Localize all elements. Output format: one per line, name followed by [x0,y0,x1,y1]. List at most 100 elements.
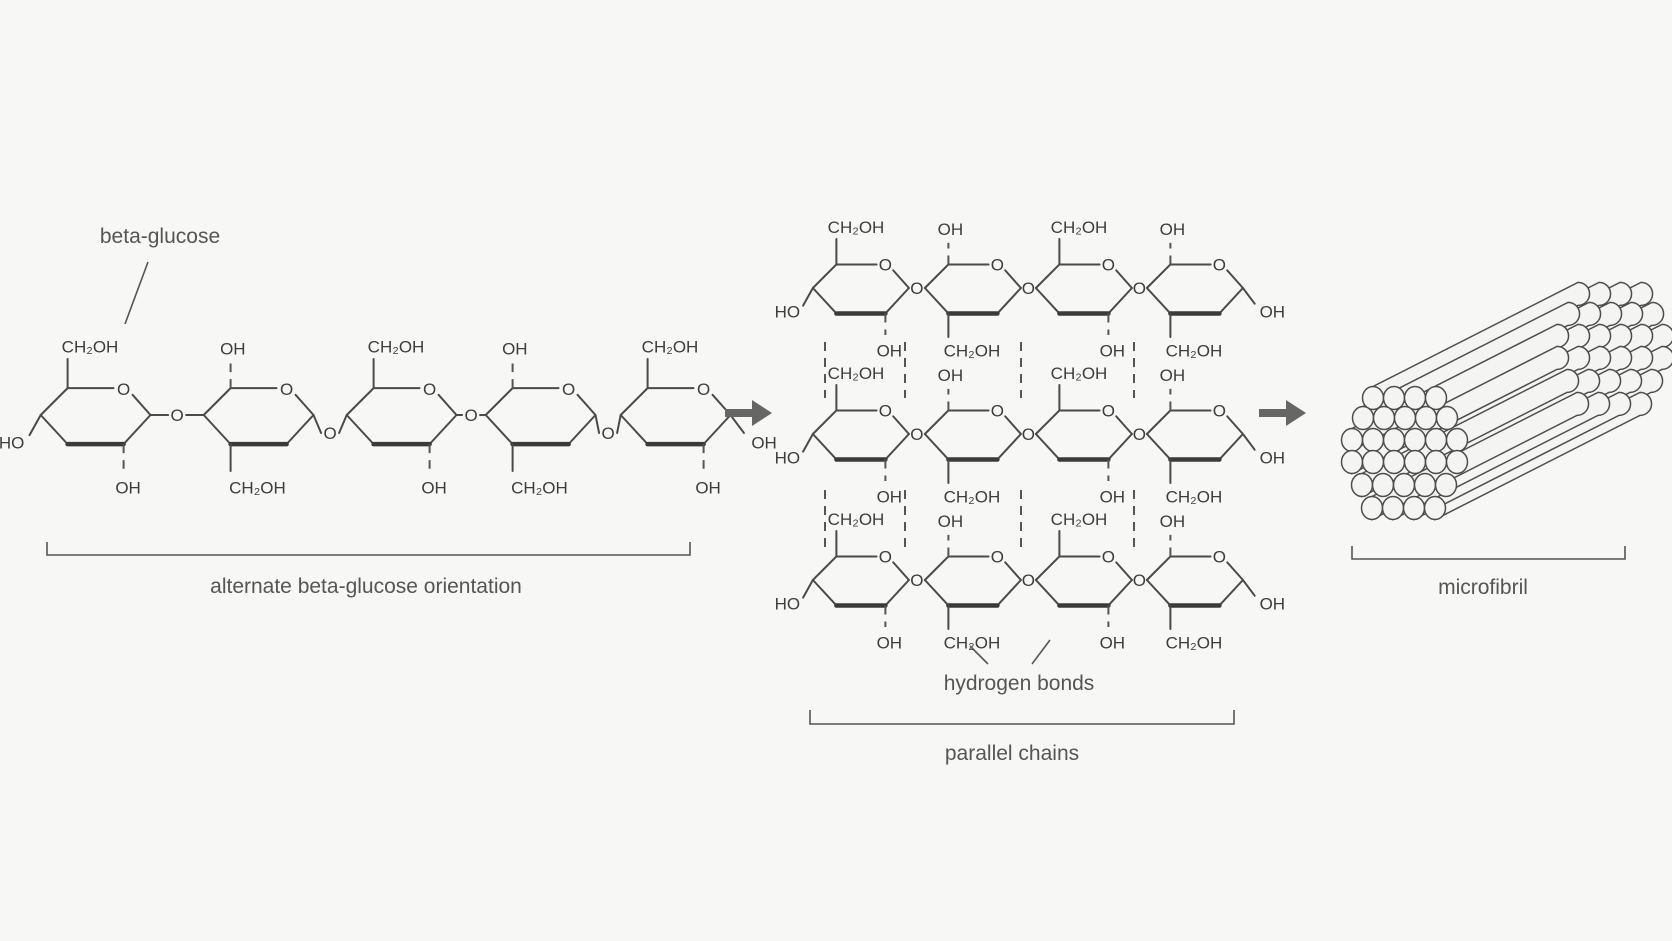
bond-line [28,414,42,437]
ch2oh-label: CH₂OH [229,478,286,497]
oh-label: OH [877,342,903,361]
ring-oxygen: O [697,380,710,399]
oh-label: OH [695,478,721,497]
oh-label: OH [938,512,964,531]
glycosidic-bond [338,414,348,434]
ring-oxygen: O [1213,401,1226,420]
ring-oxygen: O [1213,255,1226,274]
ring-oxygen: O [1102,255,1115,274]
parallel-chains-label: parallel chains [945,742,1079,765]
oh-label: OH [877,488,903,507]
glucose-ring: O OH CH₂OH OH [1145,220,1286,361]
oh-label: OH [751,434,777,453]
fibril-rod-end [1414,405,1438,431]
oh-label: OH [502,340,528,359]
ring-outline [1034,409,1133,461]
fibril-rod-end [1423,495,1447,521]
hbond-pointer-left [969,645,989,665]
ch2oh-label: CH₂OH [1051,364,1108,383]
ho-label: HO [775,448,801,467]
oh-label: OH [115,478,141,497]
glycosidic-oxygen: O [1133,279,1146,298]
glucose-ring: O CH₂OH OH [345,337,458,497]
fibril-rod-end [1393,405,1417,431]
fibril-rod-end [1413,472,1437,498]
ch2oh-label: CH₂OH [944,342,1001,361]
ch2oh-label: CH₂OH [828,364,885,383]
ho-label: HO [775,302,801,321]
ch2oh-label: CH₂OH [828,218,885,237]
right-arrow-icon [725,400,772,426]
fibril-rod-end [1392,472,1416,498]
ring-oxygen: O [879,401,892,420]
fibril-rod-end [1340,449,1364,475]
ring-outline [923,555,1022,607]
glycosidic-oxygen: O [1133,571,1146,590]
ring-outline [1034,263,1133,315]
glycosidic-oxygen: O [910,279,923,298]
glycosidic-oxygen: O [601,424,614,443]
ring-outline [1034,555,1133,607]
ring-outline [923,409,1022,461]
ring-outline [811,555,910,607]
ring-oxygen: O [423,380,436,399]
ring-outline [1145,555,1244,607]
ho-label: HO [775,594,801,613]
hydrogen-bonds-label: hydrogen bonds [944,672,1095,695]
oh-label: OH [1160,512,1186,531]
ring-outline [202,387,315,446]
fibril-rod-end [1382,427,1406,453]
ring-outline [811,409,910,461]
ring-oxygen: O [879,547,892,566]
fibril-rod-end [1382,385,1406,411]
fibril-rod-end [1445,449,1469,475]
oh-label: OH [1260,302,1286,321]
ch2oh-label: CH₂OH [1166,342,1223,361]
fibril-rod-end [1361,449,1385,475]
ring-oxygen: O [991,547,1004,566]
ch2oh-label: CH₂OH [1166,488,1223,507]
oh-label: OH [877,634,903,653]
oh-label: OH [1160,220,1186,239]
glycosidic-oxygen: O [1133,425,1146,444]
ring-outline [811,263,910,315]
ch2oh-label: CH₂OH [511,478,568,497]
ring-outline [619,387,732,446]
fibril-rod-end [1434,472,1458,498]
ring-oxygen: O [1102,547,1115,566]
bond-line [802,433,814,453]
oh-label: OH [938,366,964,385]
fibril-rod-end [1424,449,1448,475]
ring-oxygen: O [991,401,1004,420]
hbond-pointer-right [1031,639,1051,665]
ring-oxygen: O [879,255,892,274]
beta-glucose-pointer [124,261,149,325]
fibril-rod-end [1402,495,1426,521]
fibril-rod-end [1372,405,1396,431]
ch2oh-label: CH₂OH [368,337,425,356]
bond-line [1241,287,1256,305]
ch2oh-label: CH₂OH [1051,218,1108,237]
glycosidic-oxygen: O [1022,425,1035,444]
single-cellulose-chain: OCH₂OHOHHOOOHCH₂OHOCH₂OHOHOOHCH₂OHOCH₂OH… [0,337,777,497]
oh-label: OH [1260,448,1286,467]
glycosidic-oxygen: O [170,406,183,425]
beta-glucose-label: beta-glucose [100,225,220,248]
ring-oxygen: O [991,255,1004,274]
oh-label: OH [421,478,447,497]
microfibril-bracket [1351,546,1626,560]
oh-label: OH [1160,366,1186,385]
glycosidic-oxygen: O [323,424,336,443]
oh-label: OH [1100,488,1126,507]
